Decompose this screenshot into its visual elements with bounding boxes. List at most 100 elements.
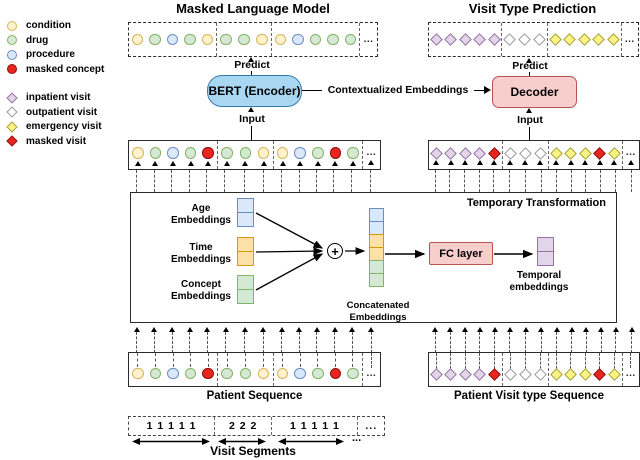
- connector-line: [540, 332, 542, 353]
- arrow-up-icon: [433, 159, 440, 165]
- segment: [429, 353, 502, 386]
- segment: [501, 141, 548, 169]
- cell: [428, 170, 443, 192]
- cell: [458, 327, 473, 353]
- connector-line: [435, 353, 437, 369]
- mlm-output-row: ...: [128, 22, 378, 57]
- token-cond: [257, 367, 270, 379]
- token-drug: [221, 147, 233, 159]
- arrow-up-icon: [462, 327, 469, 332]
- connector-line: [509, 353, 511, 369]
- cell: [548, 23, 562, 56]
- connector-line: [334, 332, 336, 353]
- segment: [273, 327, 361, 353]
- cell: ...: [623, 353, 639, 386]
- connector-line: [525, 332, 527, 353]
- arrow-up-icon: [170, 160, 177, 166]
- connector-line: [316, 332, 318, 353]
- segment: [428, 170, 501, 192]
- segment: [217, 353, 273, 386]
- connector-line: [370, 353, 372, 368]
- cell: [577, 23, 591, 56]
- cell: [181, 23, 198, 56]
- token-inpt: [487, 33, 501, 46]
- ellipsis-token: ...: [366, 368, 377, 379]
- cell: [533, 353, 548, 386]
- segment: [129, 23, 216, 56]
- concatenated-embeddings-stack: [369, 208, 384, 287]
- token-outp: [533, 146, 547, 160]
- temporary-transformation-label: Temporary Transformation: [466, 197, 606, 209]
- segment: [273, 170, 360, 192]
- temporal-embeddings-label: Temporal embeddings: [509, 270, 569, 293]
- embedding-cell: [237, 251, 254, 266]
- cell: [473, 141, 488, 169]
- token-inpt: [429, 368, 443, 381]
- token-inpt: [444, 33, 458, 46]
- arrow-up-icon: [476, 159, 483, 165]
- time-embeddings-label: Time Embeddings: [170, 242, 231, 265]
- cell: [291, 141, 309, 169]
- connector-line: [317, 353, 319, 367]
- arrow-up-icon: [242, 160, 249, 166]
- segment: ...: [361, 141, 380, 169]
- connector-line: [630, 353, 632, 368]
- token-inpt: [473, 146, 487, 160]
- arrow-up-icon: [204, 327, 211, 332]
- segment: [428, 327, 502, 353]
- visit-segments-ellipsis: ...: [352, 432, 362, 444]
- token-drug: [327, 33, 339, 46]
- segment: [502, 327, 549, 353]
- token-emer: [549, 368, 563, 381]
- connector-line: [450, 353, 452, 369]
- arrow-up-icon: [447, 159, 454, 165]
- connector-line: [136, 170, 138, 192]
- ellipsis-token: ...: [624, 33, 635, 45]
- cell: [518, 327, 534, 353]
- token-drug: [312, 367, 324, 379]
- cell: [128, 170, 145, 192]
- cell: [309, 353, 327, 386]
- connector-line: [263, 353, 265, 367]
- cell: [235, 170, 254, 192]
- cell: [163, 170, 180, 192]
- cell: [564, 327, 579, 353]
- cell: [325, 170, 342, 192]
- token-proc: [294, 147, 306, 159]
- cell: [236, 141, 254, 169]
- cell: [145, 170, 162, 192]
- cell: [607, 141, 622, 169]
- visit-segment-value: 2 2 2: [214, 417, 271, 435]
- segment: [216, 23, 271, 56]
- cell: [342, 23, 359, 56]
- cell: [501, 170, 517, 192]
- age-embeddings-stack: [237, 198, 254, 227]
- cell: [180, 170, 197, 192]
- token-drug: [344, 33, 357, 46]
- cell: [503, 353, 518, 386]
- cell: [146, 327, 164, 353]
- cell: [503, 141, 518, 169]
- token-emer: [606, 33, 620, 46]
- connector-line: [449, 332, 451, 353]
- legend-item: drug: [7, 35, 104, 46]
- patient-visit-sequence-label: Patient Visit type Sequence: [454, 390, 604, 402]
- arrow-up-icon: [522, 159, 529, 165]
- token-outp: [518, 368, 532, 381]
- cell: [272, 23, 289, 56]
- cell: [594, 327, 609, 353]
- token-cond: [131, 33, 144, 46]
- cell: [255, 141, 273, 169]
- token-cond: [132, 367, 144, 379]
- token-maskc: [329, 147, 342, 159]
- cell: [517, 170, 533, 192]
- connector-line: [190, 353, 192, 367]
- arrow-up-icon: [260, 327, 267, 332]
- token-inpt: [473, 33, 486, 46]
- arrow-up-icon: [151, 327, 158, 332]
- cell: [199, 327, 217, 353]
- cell: [458, 23, 472, 56]
- token-emer: [549, 146, 563, 160]
